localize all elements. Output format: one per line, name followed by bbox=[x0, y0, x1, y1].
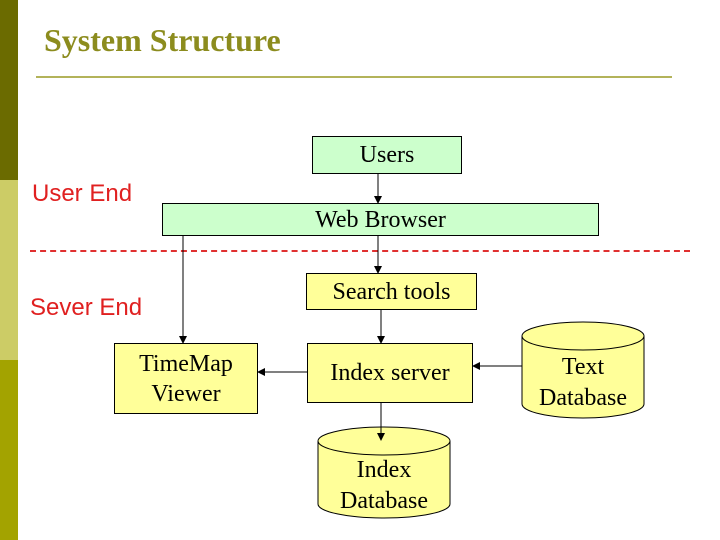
timemap-viewer-label-line1: TimeMap bbox=[139, 350, 233, 377]
web-browser-box: Web Browser bbox=[162, 203, 599, 236]
side-bar-dark bbox=[0, 0, 18, 180]
index-server-label: Index server bbox=[330, 360, 450, 386]
users-box: Users bbox=[312, 136, 462, 174]
index-database-label-line2: Database bbox=[340, 488, 428, 515]
user-server-divider bbox=[30, 250, 690, 252]
index-database-label-line1: Index bbox=[356, 457, 412, 483]
search-tools-box: Search tools bbox=[306, 273, 477, 310]
web-browser-label: Web Browser bbox=[315, 206, 446, 233]
title-underline bbox=[36, 76, 672, 78]
user-end-label: User End bbox=[32, 180, 133, 207]
side-bar-light bbox=[0, 180, 18, 360]
text-database-label-line1: Text bbox=[561, 354, 605, 380]
index-database-label: Index Database bbox=[318, 455, 450, 517]
slide-title: System Structure bbox=[44, 22, 281, 58]
timemap-viewer-label-line2: Viewer bbox=[151, 380, 221, 407]
index-server-box: Index server bbox=[307, 343, 473, 403]
timemap-viewer-box: TimeMap Viewer bbox=[114, 343, 258, 414]
users-label: Users bbox=[359, 142, 415, 168]
server-end-label: Sever End bbox=[30, 294, 143, 321]
text-database-label: Text Database bbox=[522, 352, 644, 414]
text-database-cylinder bbox=[521, 321, 645, 419]
search-tools-label: Search tools bbox=[332, 278, 451, 305]
text-database-label-line2: Database bbox=[539, 385, 627, 412]
index-database-cylinder bbox=[317, 426, 451, 519]
side-bar-olive bbox=[0, 360, 18, 540]
